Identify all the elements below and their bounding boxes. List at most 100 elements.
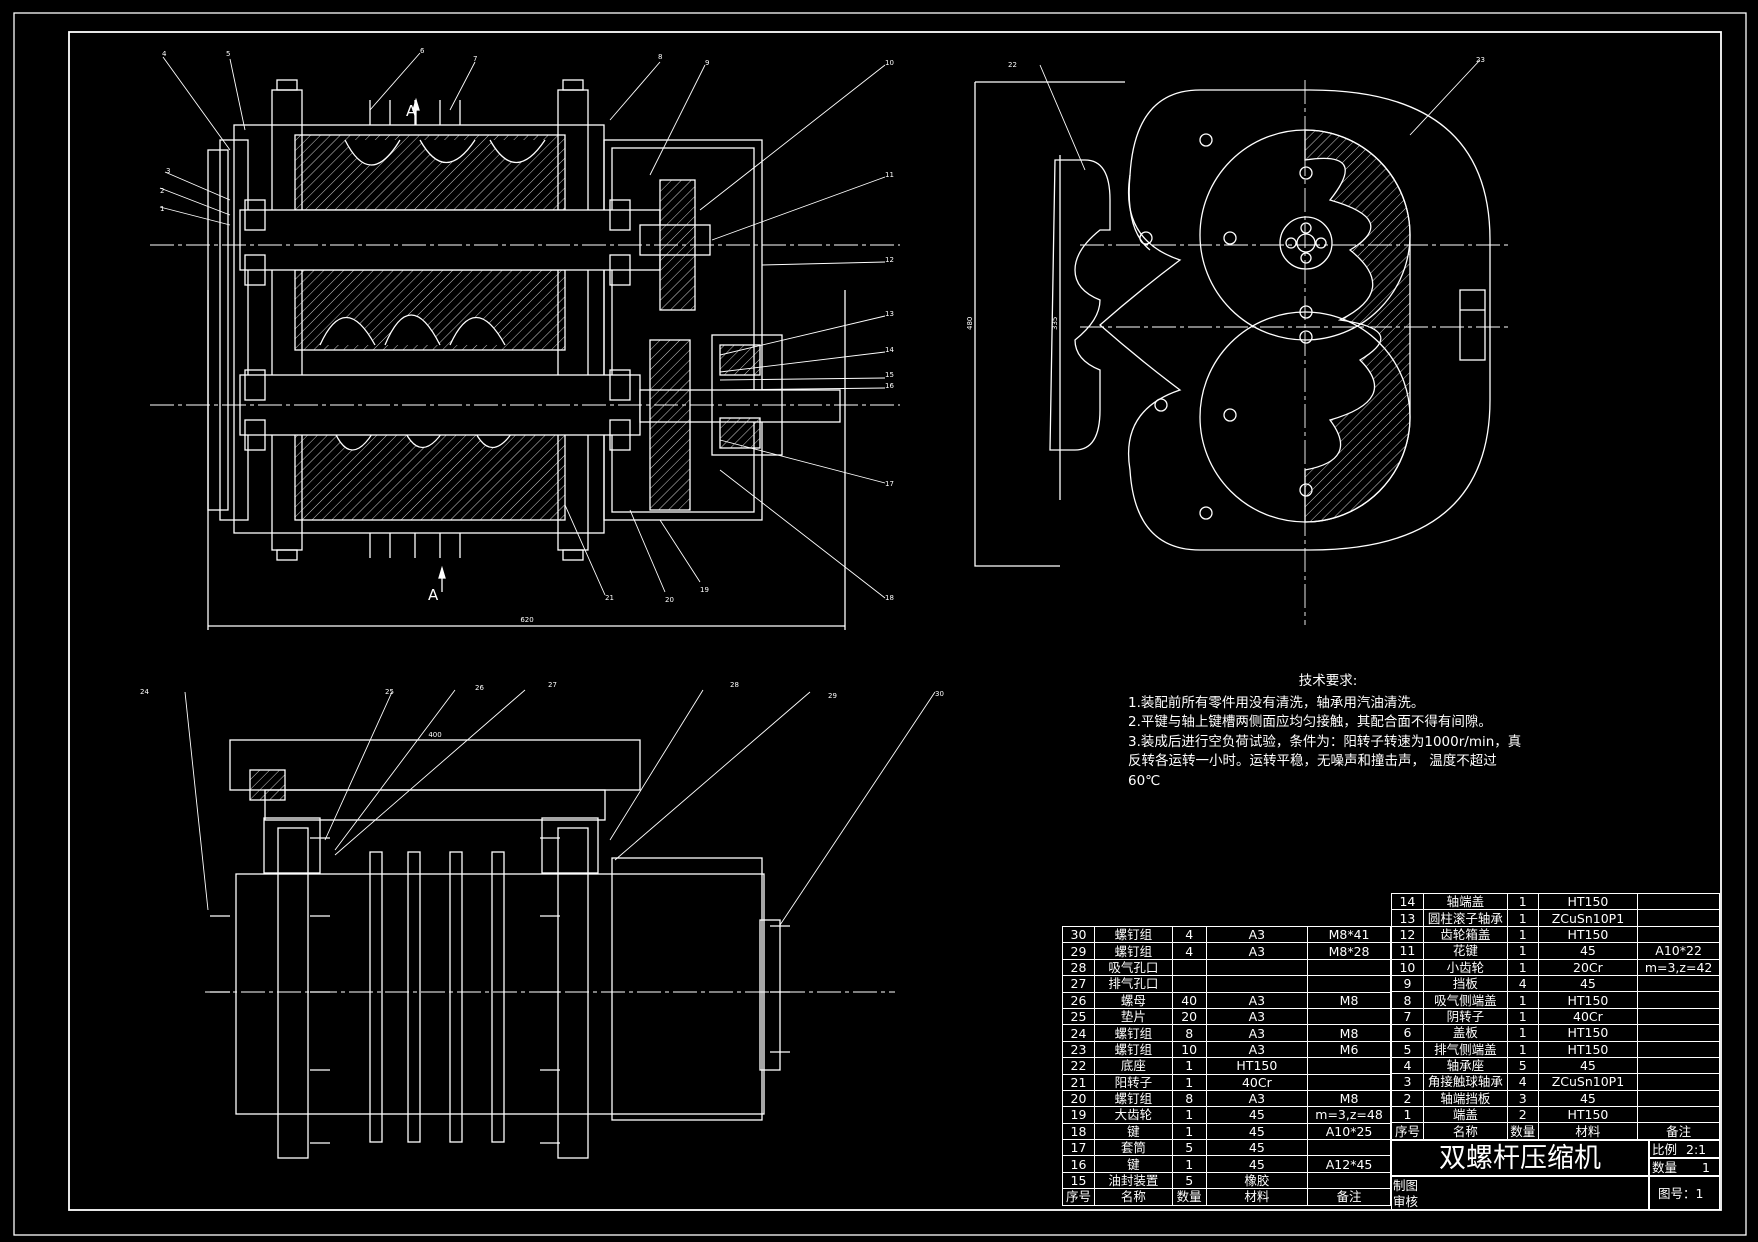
callout-14: 14 [885,346,894,354]
callout-1: 1 [160,205,164,213]
bom-cell: 19 [1062,1106,1095,1124]
bom-cell: HT150 [1205,1057,1309,1075]
bom-cell: 套筒 [1093,1139,1173,1157]
bom-cell: 2 [1506,1106,1539,1124]
bom-cell: 油封装置 [1093,1171,1173,1190]
bom-cell: 4 [1506,974,1539,993]
bom-cell: 1 [1171,1057,1207,1075]
bom-cell: M8 [1307,1024,1391,1042]
callout-28: 28 [730,681,739,689]
bom-cell [1637,1073,1720,1091]
callout-23: 23 [1476,56,1485,64]
section-label-a-bottom: A [428,586,439,604]
bom-cell: HT150 [1537,991,1639,1009]
dim-front-width: 620 [520,616,533,624]
bom-cell [1637,1007,1720,1026]
bom-cell [1637,1106,1720,1124]
bom-cell: 28 [1062,958,1095,977]
bom-cell: 4 [1391,1056,1424,1075]
bom-cell: HT150 [1537,1106,1639,1124]
bom-cell: 1 [1171,1155,1207,1173]
bom-cell: M8*41 [1307,925,1391,944]
bom-header-cell: 备注 [1637,1122,1720,1140]
front-section-view: 620 [150,52,900,630]
bom-cell: 45 [1205,1139,1309,1157]
bom-cell [1307,958,1391,977]
callout-10: 10 [885,59,894,67]
bom-cell: 小齿轮 [1422,958,1508,976]
bom-header-cell: 序号 [1062,1188,1095,1206]
bom-cell: 1 [1171,1073,1207,1091]
bom-cell: A3 [1205,1024,1309,1042]
bom-header-cell: 序号 [1391,1122,1424,1140]
bom-cell: 1 [1506,1007,1539,1026]
drawing-no-cell [1649,1176,1720,1210]
callout-21: 21 [605,594,614,602]
bom-cell: 8 [1391,991,1424,1009]
bom-cell: 45 [1205,1122,1309,1141]
bom-cell: 阴转子 [1422,1007,1508,1026]
bom-cell [1307,1007,1391,1026]
callout-29: 29 [828,692,837,700]
bom-cell: 21 [1062,1073,1095,1091]
bom-cell [1307,1057,1391,1075]
callout-numbers: 4 5 6 7 8 9 10 11 12 13 14 15 16 17 18 1… [140,47,1485,700]
bom-cell: 垫片 [1093,1007,1173,1026]
callout-15: 15 [885,371,894,379]
bom-cell: 6 [1391,1024,1424,1042]
bom-cell: A3 [1205,942,1309,960]
bom-cell: 8 [1171,1024,1207,1042]
callout-8: 8 [658,53,662,61]
dim-side-inner: 335 [1051,317,1059,330]
bom-cell: 1 [1391,1106,1424,1124]
bom-cell: 22 [1062,1057,1095,1075]
callout-20: 20 [665,596,674,604]
bom-cell: 大齿轮 [1093,1106,1173,1124]
bom-cell: A3 [1205,1040,1309,1059]
bom-cell [1307,1073,1391,1091]
bom-cell: 排气侧端盖 [1422,1040,1508,1058]
bom-cell: 27 [1062,975,1095,993]
callout-16: 16 [885,382,894,390]
callout-24: 24 [140,688,149,696]
bom-cell: 1 [1506,1040,1539,1058]
bom-cell: 45 [1205,1155,1309,1173]
bom-cell: 5 [1506,1056,1539,1075]
bom-cell [1205,958,1309,977]
bom-cell: 45 [1205,1106,1309,1124]
bom-cell: 45 [1537,1056,1639,1075]
bom-cell: HT150 [1537,892,1639,911]
callout-18: 18 [885,594,894,602]
bom-header-cell: 名称 [1422,1122,1508,1140]
bom-cell: 螺钉组 [1093,1024,1173,1042]
callout-7: 7 [473,55,477,63]
bom-cell [1637,1024,1720,1042]
bom-cell: 13 [1391,909,1424,927]
bom-cell [1637,1089,1720,1108]
bom-cell: A10*25 [1307,1122,1391,1141]
bom-cell: A3 [1205,1089,1309,1108]
bom-cell: 5 [1171,1139,1207,1157]
check-label: 审核 [1393,1194,1419,1209]
plan-view: 400 [184,689,936,1159]
bom-cell: 盖板 [1422,1024,1508,1042]
bom-cell: 17 [1062,1139,1095,1157]
callout-5: 5 [226,50,230,58]
bom-cell: 40Cr [1205,1073,1309,1091]
